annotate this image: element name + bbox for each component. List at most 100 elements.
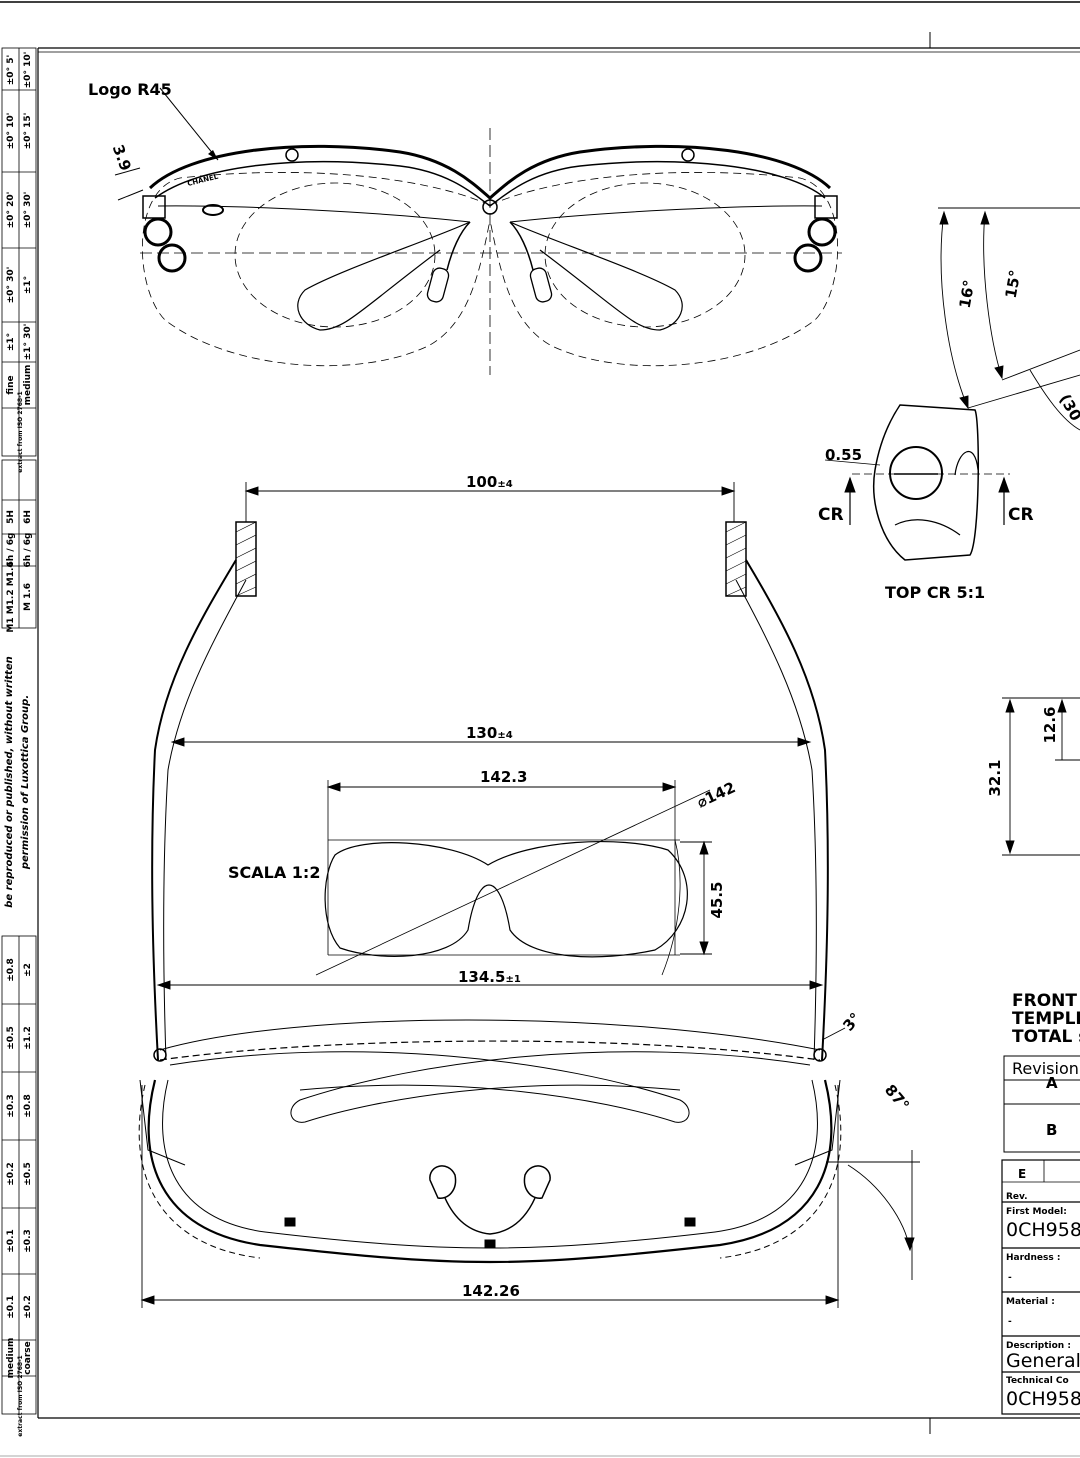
thread-sizes-b: M 1.6: [23, 583, 33, 611]
detail-dim-055: 0.55: [825, 446, 862, 464]
tb-description-value: General: [1006, 1350, 1080, 1372]
side-note-front: FRONT s: [1012, 991, 1080, 1011]
tol-med-1: ±0.5: [6, 1026, 16, 1049]
title-block: [1001, 1159, 1080, 1415]
side-notes: FRONT s TEMPLE TOTAL s: [1012, 991, 1080, 1047]
revision-table-text: Revision A B: [1012, 1059, 1079, 1139]
dim-front-width: 134.5±1: [458, 968, 521, 986]
section-mark-right: CR: [1008, 505, 1034, 525]
tol-med-0: ±0.8: [6, 958, 16, 981]
brand-engraving: CHANEL: [187, 172, 220, 188]
grade-medium-bottom: medium: [6, 1338, 16, 1379]
dimension-texts: 100±4 130±4 142.3 ⌀142 45.5 SCALA 1:2 13…: [228, 473, 913, 1300]
thread-tol-b1: 6h / 6g: [23, 533, 33, 568]
height-outer: 32.1: [986, 759, 1004, 796]
angle-texts: 16° 15° (30: [956, 269, 1080, 424]
tb-first-model-label: First Model:: [1006, 1207, 1067, 1217]
tol-a-2: ±0° 20': [6, 192, 16, 229]
side-note-total: TOTAL s: [1012, 1027, 1080, 1047]
dim-mid-width-tol: ±4: [497, 730, 512, 741]
tol-source-top: extract from ISO 2768-1: [17, 391, 24, 472]
tb-hardness-value: -: [1008, 1273, 1012, 1283]
tb-rev-value: E: [1018, 1167, 1026, 1181]
height-inner: 12.6: [1041, 706, 1059, 743]
thread-tol-b2: 6H: [23, 510, 33, 524]
tol-med-4: ±0.1: [6, 1229, 16, 1252]
dimension-lines: [140, 482, 920, 1308]
tol-b-4: ±1° 30': [23, 324, 33, 361]
grade-fine: fine: [6, 375, 16, 394]
tol-coarse-1: ±1.2: [23, 1026, 33, 1049]
dim-top-width: 100±4: [466, 473, 513, 491]
tol-coarse-2: ±0.8: [23, 1094, 33, 1117]
thread-tol-a2: 5H: [6, 510, 16, 524]
tb-material-label: Material :: [1006, 1297, 1055, 1307]
detail-caption: TOP CR 5:1: [885, 583, 985, 602]
thread-sizes-a: M1 M1.2 M1.4: [6, 561, 16, 632]
dim-lens-width: 142.3: [480, 768, 527, 786]
tol-a-1: ±0° 10': [6, 113, 16, 150]
tol-b-0: ±0° 10': [23, 52, 33, 89]
angle-15: 15°: [1002, 269, 1025, 300]
dim-front-width-tol: ±1: [505, 974, 520, 985]
dim-top-width-tol: ±4: [497, 479, 512, 490]
dim-overall-width: 142.26: [462, 1282, 520, 1300]
angle-16: 16°: [956, 279, 979, 310]
tol-coarse-5: ±0.2: [23, 1295, 33, 1318]
tol-b-3: ±1°: [23, 276, 33, 294]
angle-30: (30: [1056, 391, 1080, 424]
tb-technical-code-label: Technical Co: [1006, 1376, 1069, 1386]
logo-thickness-dim: 3.9: [109, 142, 135, 173]
detail-top-cr-texts: 0.55 CR CR TOP CR 5:1: [818, 446, 1034, 602]
detail-top-cr: [824, 404, 1010, 561]
lens-inset: [315, 780, 711, 976]
angle-detail: [938, 207, 1080, 431]
tol-b-1: ±0° 15': [23, 113, 33, 150]
dim-top-width-value: 100: [466, 473, 497, 491]
dim-mid-width: 130±4: [466, 724, 513, 742]
copyright-line-1: be reproduced or published, without writ…: [4, 656, 15, 907]
margin-tables: [1, 47, 37, 1415]
height-detail-texts: 32.1 12.6: [986, 706, 1059, 796]
thread-tol-a1: 6h / 6g: [6, 533, 16, 568]
tol-a-3: ±0° 30': [6, 267, 16, 304]
tb-hardness-label: Hardness :: [1006, 1253, 1060, 1263]
tb-description-label: Description :: [1006, 1341, 1071, 1351]
dim-pantoscopic: 3°: [839, 1009, 864, 1034]
section-mark-left: CR: [818, 505, 844, 525]
revision-table: [1003, 1055, 1080, 1153]
tol-a-4: ±1°: [6, 333, 16, 351]
tb-first-model-value: 0CH958: [1006, 1219, 1080, 1241]
margin-table-text: ±0° 5' ±0° 10' ±0° 10' ±0° 15' ±0° 20' ±…: [4, 52, 33, 1437]
dim-front-width-value: 134.5: [458, 968, 505, 986]
dim-lens-diameter: ⌀142: [694, 778, 738, 811]
tol-med-2: ±0.3: [6, 1094, 16, 1117]
copyright-line-2: permission of Luxottica Group.: [20, 695, 31, 870]
side-note-temple: TEMPLE: [1012, 1009, 1080, 1029]
tol-med-3: ±0.2: [6, 1162, 16, 1185]
tol-coarse-4: ±0.3: [23, 1229, 33, 1252]
logo-label: Logo R45: [88, 80, 172, 99]
front-view-glasses: [140, 128, 842, 375]
front-view-annotations: Logo R45 CHANEL 3.9: [88, 80, 220, 201]
scale-label: SCALA 1:2: [228, 863, 320, 882]
tol-b-2: ±0° 30': [23, 192, 33, 229]
tol-source-bottom: extract from ISO 2768-1: [17, 1355, 24, 1436]
dim-wrap-angle: 87°: [881, 1081, 913, 1114]
title-block-text: E Rev. First Model: 0CH958 Hardness : - …: [1006, 1167, 1080, 1410]
tb-rev-label: Rev.: [1006, 1192, 1028, 1202]
tol-a-0: ±0° 5': [6, 55, 16, 85]
tol-coarse-0: ±2: [23, 963, 33, 977]
revision-row-b: B: [1046, 1121, 1057, 1139]
tol-med-5: ±0.1: [6, 1295, 16, 1318]
tb-material-value: -: [1008, 1317, 1012, 1327]
height-detail: [1002, 697, 1080, 856]
revision-row-a: A: [1046, 1074, 1058, 1092]
tol-coarse-3: ±0.5: [23, 1162, 33, 1185]
dim-lens-height: 45.5: [708, 881, 726, 918]
dim-lens-diameter-value: 142: [702, 778, 738, 808]
revision-header: Revision: [1012, 1059, 1079, 1078]
top-view-glasses: [138, 521, 842, 1264]
